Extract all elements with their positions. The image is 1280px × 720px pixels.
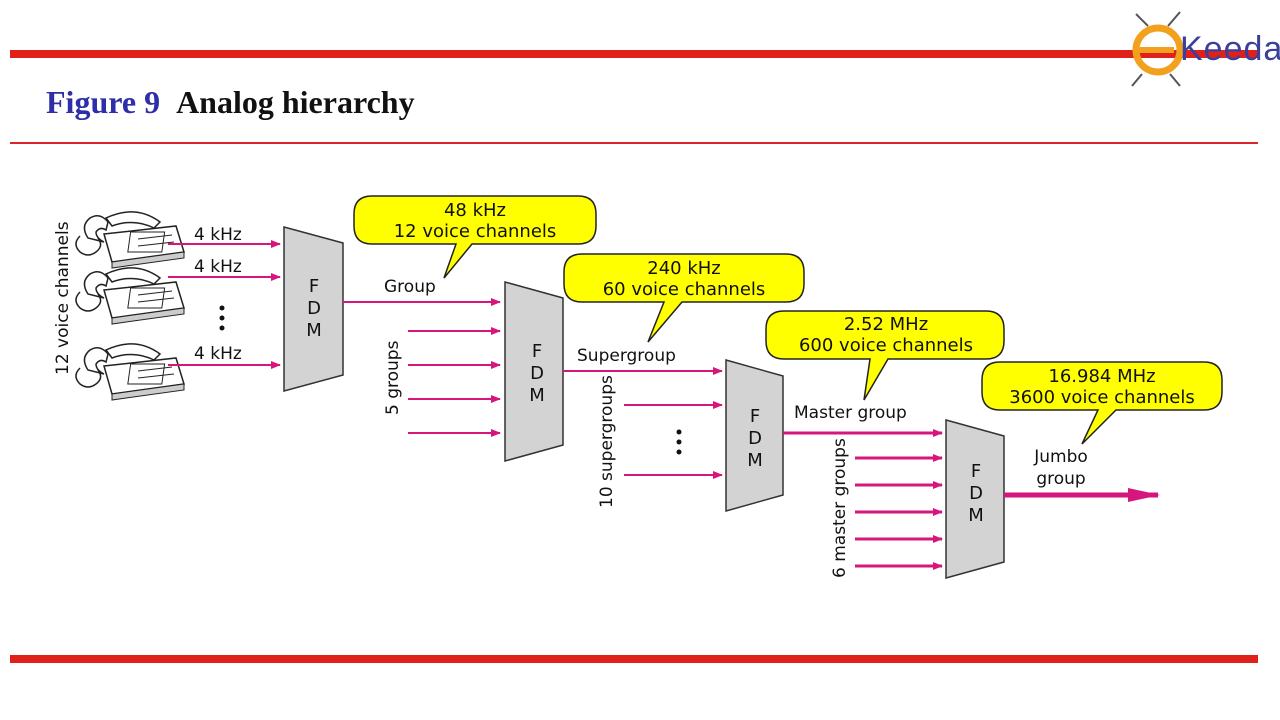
left-voice-channels-label: 12 voice channels (53, 221, 73, 375)
fdm-3-letter-f: F (750, 406, 760, 427)
figure-number: Figure 9 (46, 84, 161, 120)
ekeeda-logo (1118, 8, 1270, 90)
fdm-3-letter-m: M (747, 450, 763, 471)
fdm-2-letter-f: F (532, 341, 542, 362)
top-red-rule (10, 50, 1258, 58)
fdm-4-letter-d: D (969, 483, 983, 504)
telephone-1-icon (75, 211, 185, 269)
fdm-4-letter-f: F (971, 461, 981, 482)
callout-supergroup-line2: 60 voice channels (603, 279, 766, 300)
group-label: Group (384, 277, 436, 297)
channel-label-1: 4 kHz (194, 225, 242, 245)
ellipsis-dots-1 (219, 305, 225, 331)
fdm-box-1 (283, 226, 344, 392)
title-underline-rule (10, 142, 1258, 144)
fdm-1-letter-f: F (309, 276, 319, 297)
jumbo-label-line2: group (1036, 469, 1085, 489)
slide-title: Figure 9 Analog hierarchy (46, 84, 415, 121)
callout-master-group: 2.52 MHz 600 voice channels (765, 310, 1005, 401)
fdm-box-4 (945, 419, 1005, 579)
ten-supergroups-label: 10 supergroups (597, 375, 617, 508)
logo-mark-icon (1131, 11, 1184, 87)
figure-title: Analog hierarchy (176, 84, 415, 120)
callout-supergroup-line1: 240 kHz (647, 258, 721, 279)
callout-group-line2: 12 voice channels (394, 221, 557, 242)
five-groups-label: 5 groups (383, 340, 403, 415)
master-group-label: Master group (794, 403, 907, 423)
jumbo-label-line1: Jumbo (1033, 447, 1088, 467)
telephone-2-icon (75, 267, 185, 325)
channel-label-3: 4 kHz (194, 344, 242, 364)
callout-group: 48 kHz 12 voice channels (353, 195, 597, 279)
callout-group-line1: 48 kHz (444, 200, 506, 221)
six-master-groups-label: 6 master groups (830, 438, 850, 578)
supergroup-label: Supergroup (577, 346, 676, 366)
logo-text: Keeda (1180, 30, 1280, 68)
fdm-1-letter-m: M (306, 320, 322, 341)
callout-supergroup: 240 kHz 60 voice channels (563, 253, 805, 343)
telephone-3-icon (75, 343, 185, 401)
fdm-box-3 (725, 359, 784, 512)
fdm-4-letter-m: M (968, 505, 984, 526)
callout-jumbo-line2: 3600 voice channels (1009, 387, 1195, 408)
callout-jumbo-group: 16.984 MHz 3600 voice channels (981, 361, 1223, 445)
channel-label-2: 4 kHz (194, 257, 242, 277)
callout-master-line1: 2.52 MHz (844, 314, 928, 335)
callout-master-line2: 600 voice channels (799, 335, 973, 356)
fdm-box-2 (504, 281, 564, 462)
bottom-red-rule (10, 655, 1258, 663)
ellipsis-dots-2 (676, 429, 682, 455)
fdm-2-letter-m: M (529, 385, 545, 406)
callout-jumbo-line1: 16.984 MHz (1048, 366, 1155, 387)
fdm-2-letter-d: D (530, 363, 544, 384)
fdm-3-letter-d: D (748, 428, 762, 449)
fdm-1-letter-d: D (307, 298, 321, 319)
